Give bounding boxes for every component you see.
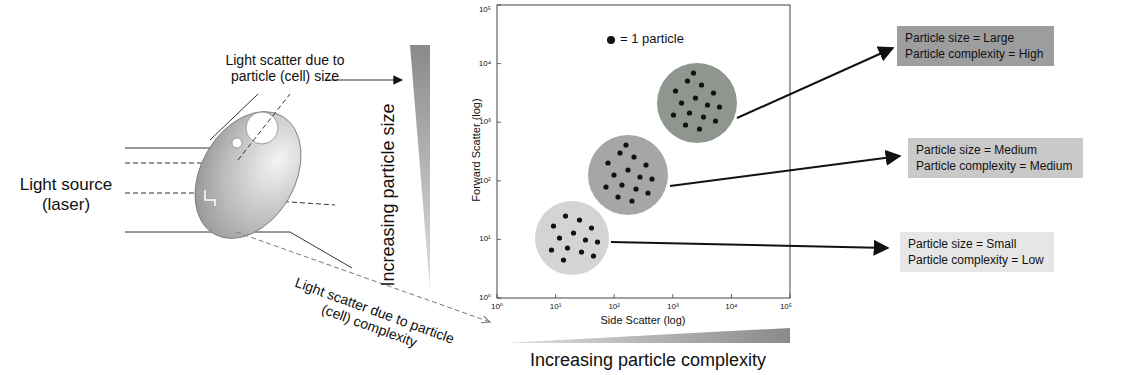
particle-dot <box>687 110 692 115</box>
x-tick <box>790 294 791 298</box>
particle-dot <box>565 245 570 250</box>
result-box: Particle size = SmallParticle complexity… <box>900 232 1054 272</box>
particle-dot <box>691 70 696 75</box>
particle-dot <box>713 118 718 123</box>
particle-dot <box>551 223 556 228</box>
light-source-label: Light source (laser) <box>10 175 122 214</box>
particle-dot <box>617 150 622 155</box>
y-tick <box>497 122 501 123</box>
particle-dot <box>699 82 704 87</box>
particle-dot <box>673 88 678 93</box>
cell <box>173 93 322 258</box>
particle-dot <box>643 162 648 167</box>
complexity-scatter-label: Light scatter due to particle (cell) com… <box>280 271 465 365</box>
y-tick <box>497 298 501 299</box>
particle-dot <box>685 78 690 83</box>
y-tick-label: 10² <box>479 176 491 185</box>
size-scatter-label: Light scatter due to particle (cell) siz… <box>210 52 360 84</box>
particle-dot <box>697 126 702 131</box>
particle-dot <box>583 237 588 242</box>
y-axis-title: Forward Scatter (log) <box>470 98 483 201</box>
particle-dot <box>717 104 722 109</box>
particle-dot <box>561 257 566 262</box>
particle-dot <box>605 160 610 165</box>
population-small <box>535 201 609 275</box>
x-tick-label: 10³ <box>667 302 679 311</box>
x-tick-label: 10⁵ <box>780 302 792 311</box>
particle-dot <box>671 112 676 117</box>
legend-dot <box>607 36 615 44</box>
forward-scatter-lines <box>210 94 290 160</box>
result-box: Particle size = LargeParticle complexity… <box>897 26 1054 66</box>
particle-dot <box>629 198 634 203</box>
particle-dot <box>571 230 576 235</box>
complexity-triangle <box>505 328 790 343</box>
particle-dot <box>625 167 630 172</box>
leader-arrows <box>611 48 900 248</box>
x-tick <box>497 294 498 298</box>
particle-dot <box>633 186 638 191</box>
particle-dot <box>645 190 650 195</box>
box-text: Particle complexity = High <box>905 46 1046 62</box>
axis-ticks <box>497 5 790 298</box>
particle-dot <box>623 142 628 147</box>
y-tick-label: 10⁴ <box>479 59 491 68</box>
legend-text: = 1 particle <box>620 32 684 47</box>
x-tick-label: 10² <box>608 302 620 311</box>
complexity-axis-label: Increasing particle complexity <box>530 350 766 371</box>
particle-dot <box>577 217 582 222</box>
particle-dot <box>637 174 642 179</box>
particle-dot <box>579 249 584 254</box>
x-axis-title: Side Scatter (log) <box>601 314 686 327</box>
particle-dot <box>589 225 594 230</box>
result-box: Particle size = MediumParticle complexit… <box>908 138 1083 178</box>
particle-dot <box>701 114 706 119</box>
x-tick-label: 10⁰ <box>491 302 503 311</box>
population-large <box>657 63 737 143</box>
y-tick-label: 10³ <box>479 118 491 127</box>
particle-dot <box>679 100 684 105</box>
particle-dot <box>563 213 568 218</box>
particle-dot <box>631 154 636 159</box>
y-tick <box>497 239 501 240</box>
particle-dot <box>649 176 654 181</box>
x-tick-label: 10⁴ <box>725 302 737 311</box>
size-triangle <box>410 45 430 290</box>
y-tick-label: 10⁰ <box>479 293 491 302</box>
particle-dot <box>711 90 716 95</box>
y-tick <box>497 63 501 64</box>
size-axis-label: Increasing particle size <box>378 103 399 286</box>
box-text: Particle size = Small <box>908 236 1046 252</box>
x-tick-label: 10¹ <box>550 302 562 311</box>
particle-dot <box>615 194 620 199</box>
population-medium <box>588 135 668 215</box>
particle-dots <box>549 70 722 262</box>
particle-dot <box>591 253 596 258</box>
particle-dot <box>557 235 562 240</box>
box-text: Particle size = Large <box>905 30 1046 46</box>
particle-dot <box>603 184 608 189</box>
y-tick <box>497 5 501 6</box>
particle-dot <box>693 95 698 100</box>
y-tick-label: 10¹ <box>479 235 491 244</box>
box-text: Particle complexity = Low <box>908 252 1046 268</box>
y-tick-label: 10⁵ <box>479 5 491 14</box>
particle-dot <box>683 122 688 127</box>
x-tick <box>555 294 556 298</box>
particle-dot <box>619 182 624 187</box>
particle-dot <box>595 239 600 244</box>
plot-frame <box>497 5 790 298</box>
x-tick <box>614 294 615 298</box>
x-tick <box>731 294 732 298</box>
particle-dot <box>549 247 554 252</box>
particle-dot <box>611 172 616 177</box>
box-text: Particle complexity = Medium <box>916 158 1075 174</box>
particle-dot <box>705 102 710 107</box>
box-text: Particle size = Medium <box>916 142 1075 158</box>
x-tick <box>672 294 673 298</box>
y-tick <box>497 180 501 181</box>
